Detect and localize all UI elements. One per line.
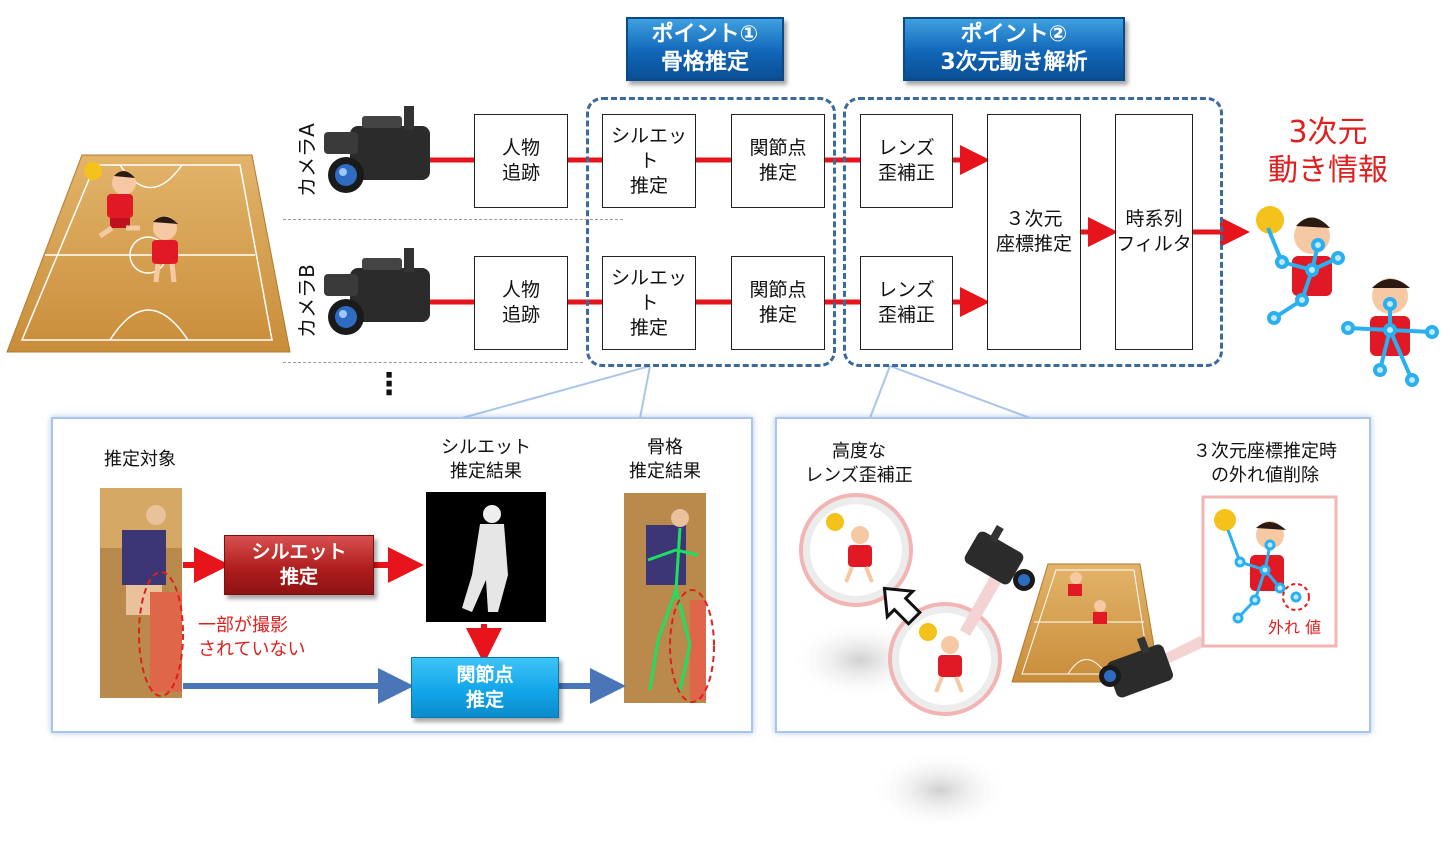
skeleton-result-label: 骨格 推定結果 <box>629 437 701 482</box>
camera-a-label: カメラA <box>295 123 319 197</box>
3d-analysis-group <box>843 97 1223 367</box>
joint-estimation-step: 関節点 推定 <box>411 657 559 718</box>
point-1-label: ポイント① 骨格推定 <box>626 17 784 81</box>
lens-correction-a: レンズ 歪補正 <box>860 114 953 208</box>
lens-correction-title: 高度な レンズ歪補正 <box>805 441 913 486</box>
outlier-label: 外れ 値 <box>1268 618 1322 637</box>
3d-coordinate-estimation: ３次元 座標推定 <box>987 114 1081 350</box>
silhouette-estimation-a: シルエット 推定 <box>602 114 696 208</box>
row-separator <box>283 362 583 363</box>
row-separator <box>283 219 623 220</box>
not-captured-note: 一部が撮影 されていない <box>198 615 306 660</box>
camera-b-label: カメラB <box>295 264 319 338</box>
camera-a-icon <box>324 106 430 193</box>
silhouette-estimation-b: シルエット 推定 <box>602 256 696 350</box>
skeleton-figure-2 <box>1341 278 1439 387</box>
person-tracking-b: 人物 追跡 <box>474 256 568 350</box>
joint-estimation-b: 関節点 推定 <box>731 256 825 350</box>
result-title: 3次元 動き情報 <box>1268 115 1388 188</box>
silhouette-result-label: シルエット 推定結果 <box>441 437 531 482</box>
time-series-filter: 時系列 フィルタ <box>1115 114 1193 350</box>
more-cameras-ellipsis: ⋮ <box>374 367 404 402</box>
skeleton-estimation-group <box>586 97 836 367</box>
joint-estimation-a: 関節点 推定 <box>731 114 825 208</box>
callout-connectors <box>461 365 1031 419</box>
pipeline-lines <box>430 145 1250 317</box>
lens-correction-b: レンズ 歪補正 <box>860 256 953 350</box>
target-label: 推定対象 <box>104 449 176 470</box>
skeleton-figure-1 <box>1256 206 1345 325</box>
court-illustration <box>6 154 291 353</box>
outlier-removal-title: ３次元座標推定時 の外れ値削除 <box>1193 441 1337 486</box>
camera-b-icon <box>324 248 430 335</box>
person-tracking-a: 人物 追跡 <box>474 114 568 208</box>
silhouette-estimation-step: シルエット 推定 <box>224 535 374 595</box>
shadow-decoration <box>870 750 1010 830</box>
point-2-label: ポイント② 3次元動き解析 <box>903 17 1125 81</box>
